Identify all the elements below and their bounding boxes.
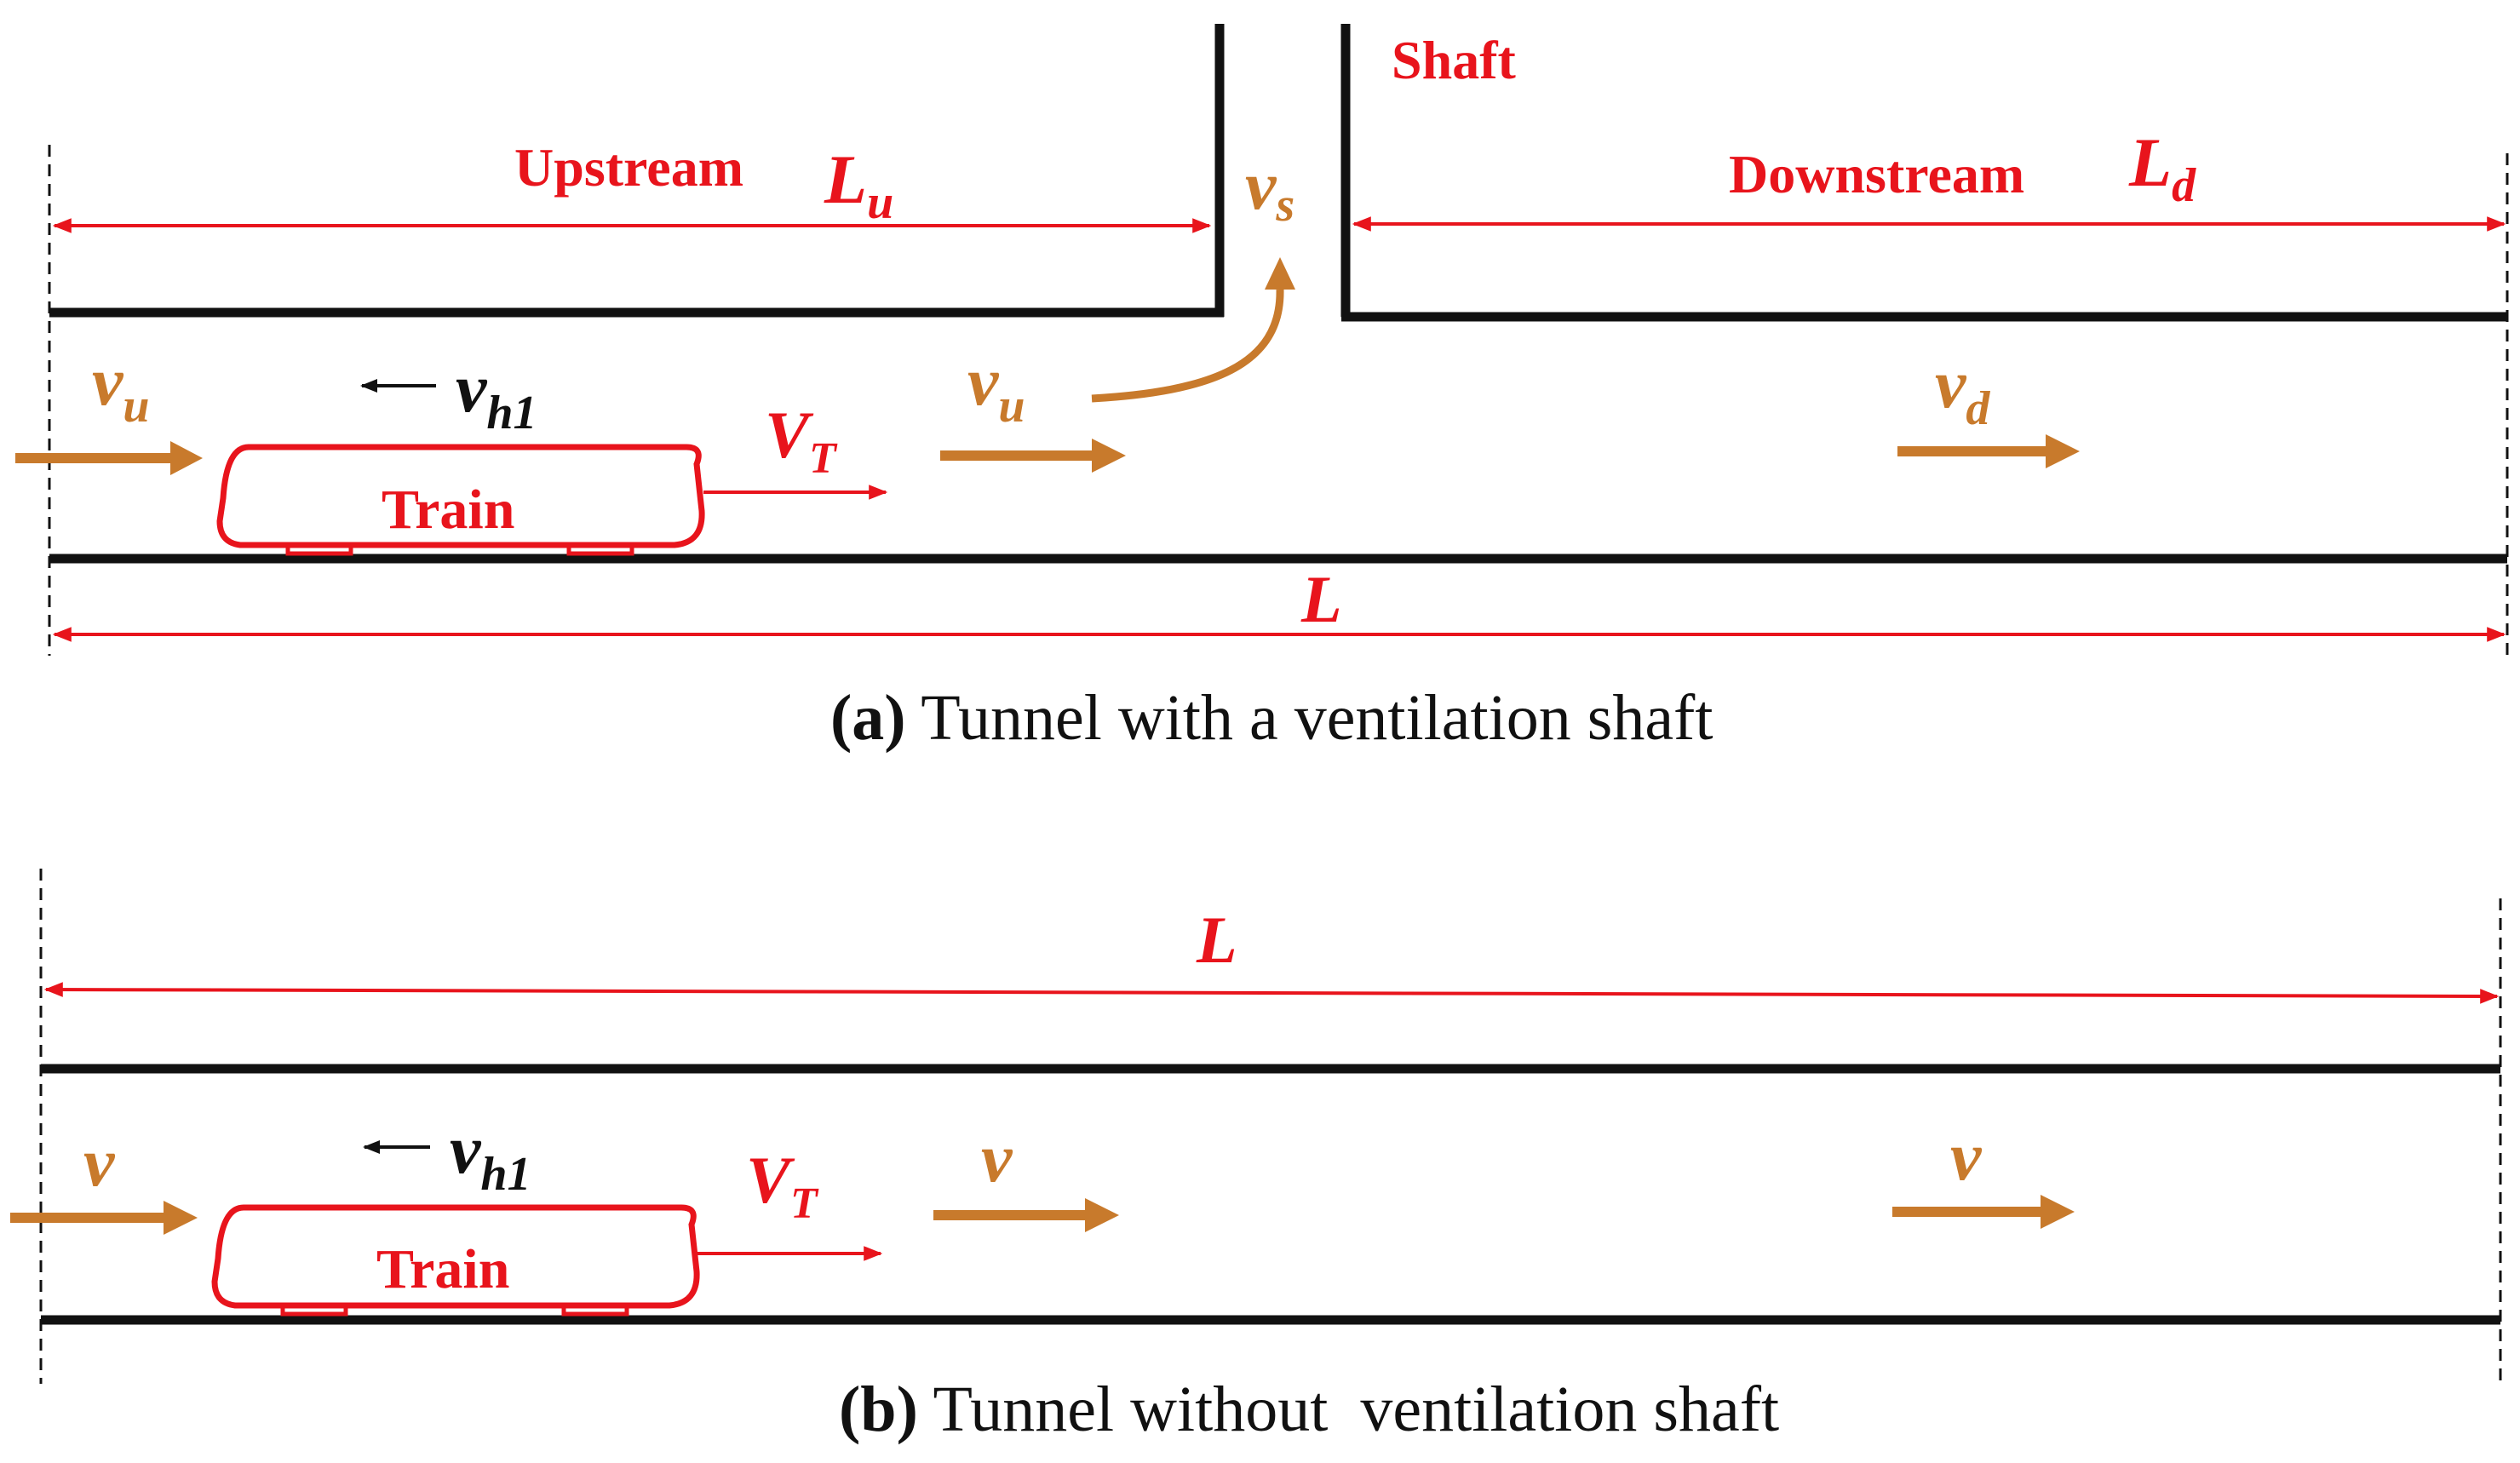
train-bogie-front-a [285,545,353,556]
total-length-symbol-a: L [1300,562,1342,636]
train-label-b: Train [376,1238,509,1300]
downstream-label: Downstream [1729,144,2024,204]
shaft-flow-curve [1091,289,1284,403]
downstream-flow-arrowhead [2046,434,2080,468]
upstream-length-symbol: Lu [824,141,893,229]
train-bogie-front-b [280,1305,348,1317]
panel-b: L v v v VT vh1 Train (b) Tunnel without … [10,869,2502,1445]
train-body-a [216,444,705,548]
total-length-line-b [43,982,2500,1004]
mid-velocity-symbol-b: v [981,1119,1013,1196]
caption-a: (a) Tunnel with a ventilation shaft [830,682,1713,754]
head-wave-symbol-a: vh1 [456,349,537,439]
shaft-label: Shaft [1392,30,1517,90]
train-velocity-symbol-b: VT [746,1143,819,1228]
inlet-velocity-symbol-b: v [83,1123,116,1201]
inlet-flow-arrowhead-a [170,441,203,475]
train-body-b [211,1204,700,1309]
upstream-flow-arrowhead [1092,439,1126,473]
downstream-velocity-symbol: vd [1935,345,1990,435]
mid-flow-arrowhead-b [1085,1198,1119,1232]
train-b: Train [211,1204,700,1317]
train-bogie-rear-b [561,1305,629,1317]
train-velocity-symbol-a: VT [765,398,838,483]
inlet-flow-arrowhead-b [164,1201,198,1235]
shaft-flow-arrowhead [1265,257,1295,290]
downstream-flow-arrowhead-b [2041,1195,2075,1229]
total-length-symbol-b: L [1196,903,1237,977]
head-wave-symbol-b: vh1 [450,1110,531,1201]
train-bogie-rear-a [566,545,634,556]
shaft-velocity-symbol: vs [1245,146,1294,232]
downstream-length-symbol: Ld [2128,123,2196,212]
upstream-label: Upstream [514,137,743,198]
downstream-velocity-symbol-b: v [1950,1117,1983,1195]
train-a: Train [216,444,705,556]
train-label-a: Train [382,479,514,541]
upstream-velocity-symbol: vu [967,342,1025,433]
caption-b: (b) Tunnel without ventilation shaft [839,1374,1779,1445]
panel-a: Shaft Upstream Lu Downstream Ld vs L vu … [15,24,2509,754]
inlet-velocity-symbol-a: vu [92,342,150,433]
